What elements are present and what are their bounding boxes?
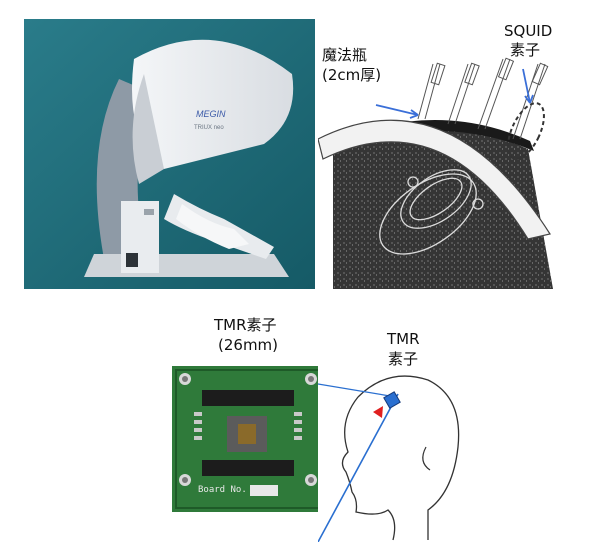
meg-scanner-illustration: MEGIN TRIUX neo [24, 19, 315, 289]
arrow-icon [375, 104, 419, 116]
squid-sensor-icon [507, 102, 545, 160]
squid-diagram: 魔法瓶 (2cm厚) SQUID 素子 [318, 19, 586, 289]
dewar-thickness-label: (2cm厚) [322, 66, 382, 84]
brand-logo: MEGIN [196, 109, 226, 119]
tmr-size-label: TMR素子 [214, 316, 277, 334]
tmr-label-2: 素子 [388, 350, 419, 368]
tmr-head-diagram [318, 352, 468, 542]
tmr-label: TMR [387, 330, 420, 348]
meg-scanner-photo: MEGIN TRIUX neo [24, 19, 315, 289]
tmr-size-label-2: (26mm) [218, 336, 279, 354]
board-number-label: Board No. [198, 485, 247, 495]
squid-schematic [318, 57, 553, 289]
head-outline [318, 375, 460, 542]
tmr-board-illustration [172, 366, 324, 512]
dewar-label: 魔法瓶 [322, 46, 368, 64]
tmr-sensor-icon [383, 391, 401, 409]
squid-label-2: 素子 [510, 41, 541, 59]
red-marker-icon [373, 406, 383, 418]
squid-label: SQUID [504, 22, 553, 40]
model-logo: TRIUX neo [194, 125, 224, 131]
tmr-board-photo: Board No. [172, 366, 324, 512]
